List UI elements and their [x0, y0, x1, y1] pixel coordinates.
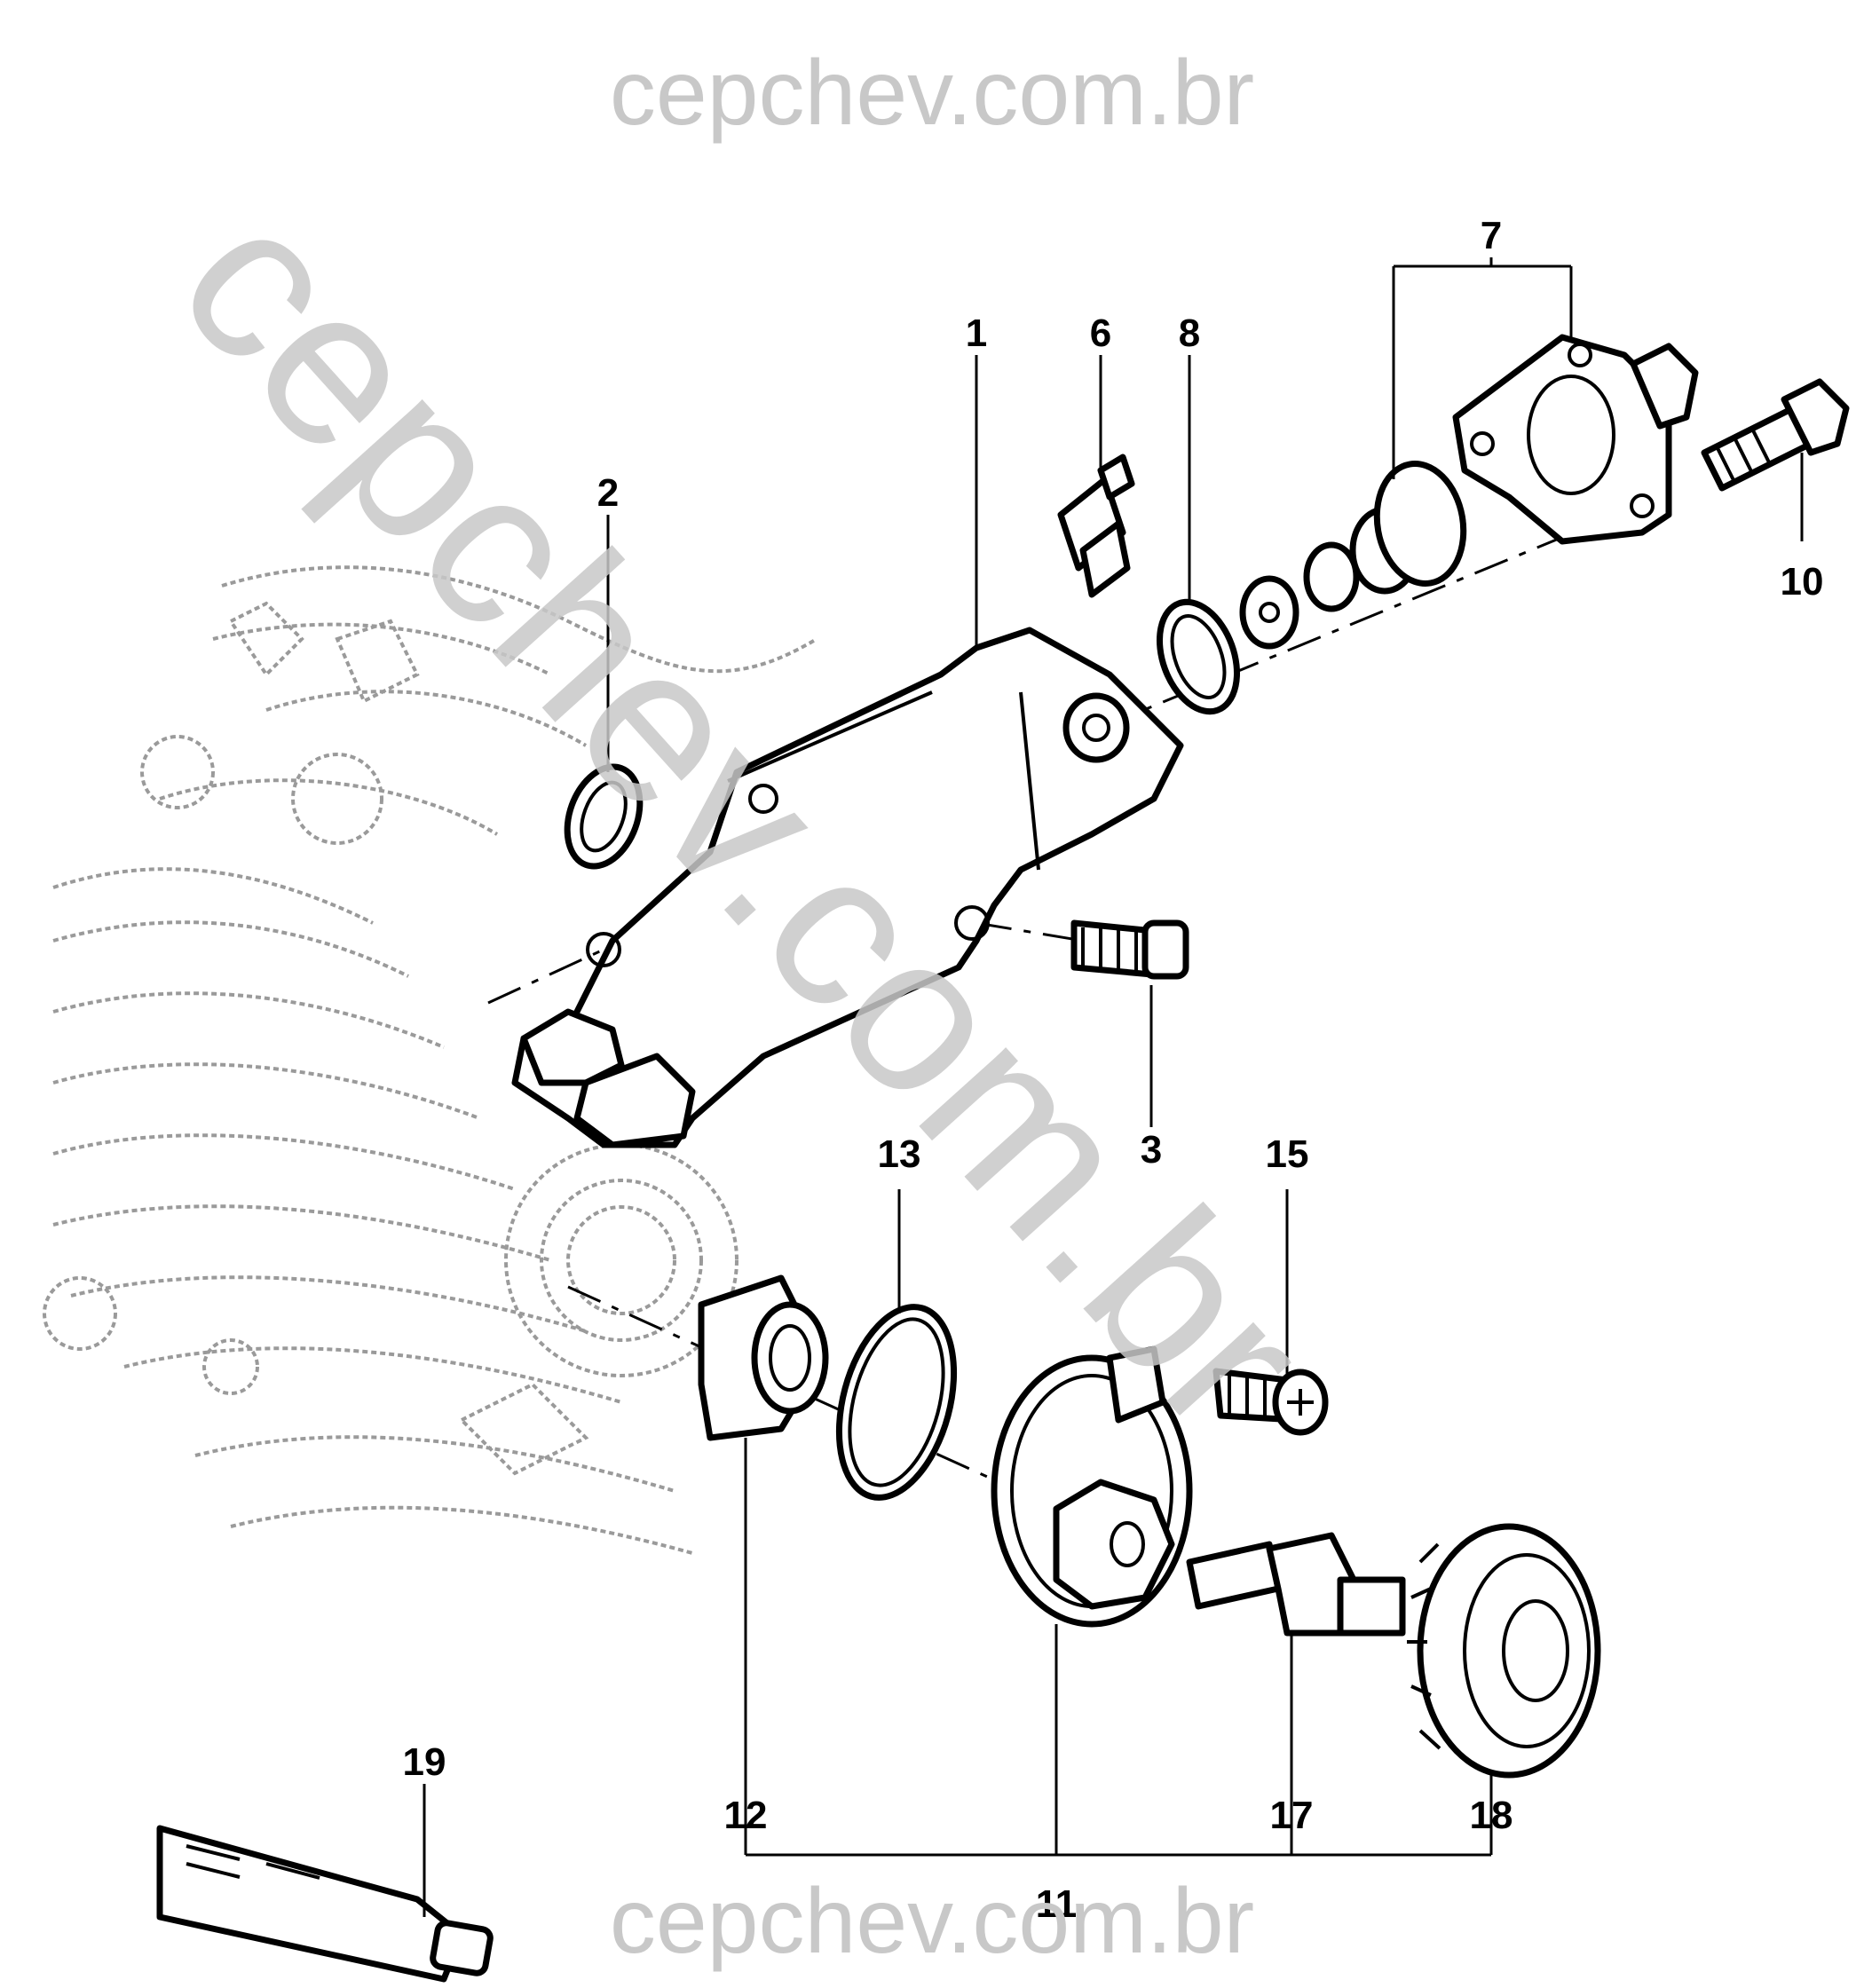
callout-12: 12 — [724, 1794, 768, 1837]
callout-15: 15 — [1266, 1132, 1309, 1176]
part-18-gear — [1407, 1523, 1601, 1779]
callout-11: 11 — [1036, 1882, 1078, 1926]
part-11-gear-housing — [991, 1345, 1193, 1628]
watermark-diagonal: cepchev.com.br — [134, 159, 1355, 1476]
part-13-snap-ring-inner — [848, 1317, 945, 1487]
callout-19: 19 — [403, 1740, 446, 1784]
callout-6: 6 — [1090, 312, 1111, 355]
callout-2: 2 — [597, 471, 619, 515]
part-7-valve-assembly — [1239, 334, 1699, 650]
axis-bolt-3 — [975, 921, 1084, 943]
part-6-sensor — [1057, 454, 1135, 598]
watermark-bottom: cepchev.com.br — [610, 1870, 1254, 1973]
callout-1: 1 — [966, 312, 987, 355]
part-8-o-ring — [1157, 598, 1240, 715]
part-1-housing — [511, 627, 1184, 1148]
part-3-bolt — [1070, 919, 1189, 980]
leader-lines — [423, 257, 1804, 1917]
watermark-top: cepchev.com.br — [610, 42, 1254, 145]
axis-left — [487, 948, 604, 1005]
background-engine-sketch — [43, 565, 818, 1555]
part-15-screw — [1212, 1368, 1329, 1436]
part-17-shaft — [1186, 1532, 1406, 1637]
part-8-o-ring-inner — [1170, 614, 1227, 699]
part-13-snap-ring — [835, 1304, 958, 1501]
callout-10: 10 — [1781, 560, 1824, 604]
callout-18: 18 — [1470, 1794, 1513, 1837]
callout-3: 3 — [1141, 1128, 1162, 1172]
part-2-seal-ring — [564, 763, 644, 870]
part-12-bushing — [698, 1274, 829, 1441]
part-19-cable — [156, 1825, 494, 1983]
callout-13: 13 — [878, 1132, 921, 1176]
callout-8: 8 — [1179, 312, 1200, 355]
callout-7: 7 — [1481, 214, 1502, 257]
part-10-screw — [1701, 378, 1850, 492]
callout-17: 17 — [1270, 1794, 1314, 1837]
